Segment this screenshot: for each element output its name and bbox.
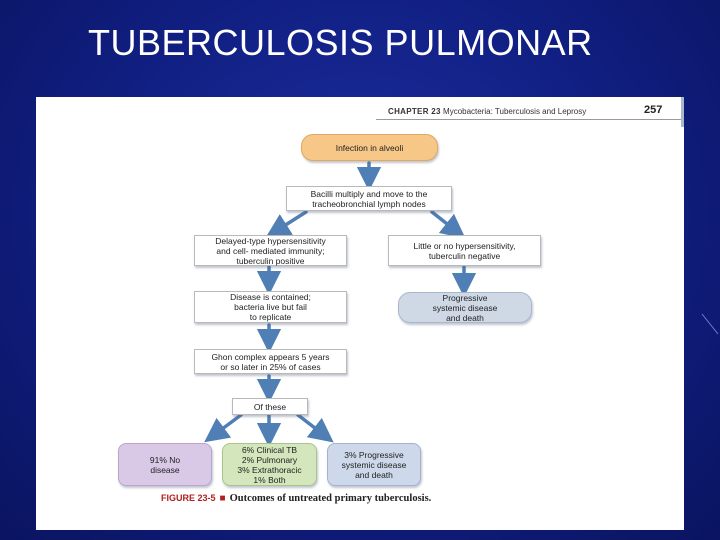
arrow-ofthese-to-nodisease <box>204 413 243 443</box>
node-little-line1: Little or no hypersensitivity, <box>413 240 516 251</box>
decorative-slash <box>701 313 719 335</box>
node-progressive-line3: and death <box>446 312 484 323</box>
node-contained-line2: bacteria live but fail <box>234 302 307 312</box>
node-little-hypersensitivity: Little or no hypersensitivity, tuberculi… <box>388 235 541 266</box>
node-clinical-line4: 1% Both <box>253 474 286 485</box>
node-delayed-line2: and cell- mediated immunity; <box>216 245 325 256</box>
chapter-title: Mycobacteria: Tuberculosis and Leprosy <box>443 107 587 116</box>
node-ghon-complex: Ghon complex appears 5 years or so later… <box>194 349 347 374</box>
node-clinical-tb: 6% Clinical TB 2% Pulmonary 3% Extrathor… <box>222 443 317 486</box>
node-progressive-line2: systemic disease <box>432 302 498 313</box>
header-rule <box>376 119 681 120</box>
figure-caption: FIGURE 23-5■Outcomes of untreated primar… <box>161 493 431 504</box>
node-clinical-line2: 2% Pulmonary <box>241 454 298 465</box>
node-of-these: Of these <box>232 398 308 415</box>
node-progressive-line1: Progressive <box>442 292 488 303</box>
caption-text: Outcomes of untreated primary tuberculos… <box>229 493 432 504</box>
page-number: 257 <box>644 104 663 116</box>
node-delayed-line3: tuberculin positive <box>236 255 305 266</box>
node-of-these-label: Of these <box>253 401 287 412</box>
arrow-bacilli-to-little <box>430 210 466 239</box>
slide-title: TUBERCULOSIS PULMONAR <box>88 22 593 63</box>
node-ghon-line1: Ghon complex appears 5 years <box>211 351 330 362</box>
arrow-bacilli-to-delayed <box>265 210 308 238</box>
node-nodisease-line1: 91% No <box>149 454 181 465</box>
node-bacilli-multiply: Bacilli multiply and move to the tracheo… <box>286 186 452 211</box>
caption-label: FIGURE 23-5 <box>161 493 216 503</box>
flow-arrows <box>204 161 477 448</box>
node-bacilli-line1: Bacilli multiply and move to the <box>310 188 428 199</box>
node-prog3-line3: and death <box>355 469 393 480</box>
chapter-label: CHAPTER 23 <box>388 107 441 116</box>
node-little-line2: tuberculin negative <box>428 250 501 261</box>
node-contained-line1: Disease is contained; <box>230 292 311 302</box>
node-infection-label: Infection in alveoli <box>335 142 404 153</box>
caption-bullet: ■ <box>219 493 226 504</box>
node-delayed-line1: Delayed-type hypersensitivity <box>215 235 326 246</box>
node-nodisease-line2: disease <box>150 464 180 475</box>
node-no-disease: 91% No disease <box>118 443 212 486</box>
node-prog3-line2: systemic disease <box>341 459 407 470</box>
figure-panel: CHAPTER 23 Mycobacteria: Tuberculosis an… <box>36 97 684 530</box>
page-edge <box>681 97 684 127</box>
node-clinical-line1: 6% Clinical TB <box>241 444 298 455</box>
node-progressive-3pct: 3% Progressive systemic disease and deat… <box>327 443 421 486</box>
node-ghon-line2: or so later in 25% of cases <box>220 361 321 372</box>
node-contained-line3: to replicate <box>249 312 292 322</box>
node-prog3-line1: 3% Progressive <box>344 449 404 460</box>
node-clinical-line3: 3% Extrathoracic <box>237 464 302 475</box>
node-disease-contained: Disease is contained; bacteria live but … <box>194 291 347 323</box>
node-bacilli-line2: tracheobronchial lymph nodes <box>312 198 426 209</box>
chapter-header: CHAPTER 23 Mycobacteria: Tuberculosis an… <box>388 107 586 116</box>
node-infection-in-alveoli: Infection in alveoli <box>301 134 438 161</box>
node-delayed-hypersensitivity: Delayed-type hypersensitivity and cell- … <box>194 235 347 266</box>
node-progressive-systemic: Progressive systemic disease and death <box>398 292 532 323</box>
arrow-ofthese-to-prog3 <box>296 413 334 443</box>
